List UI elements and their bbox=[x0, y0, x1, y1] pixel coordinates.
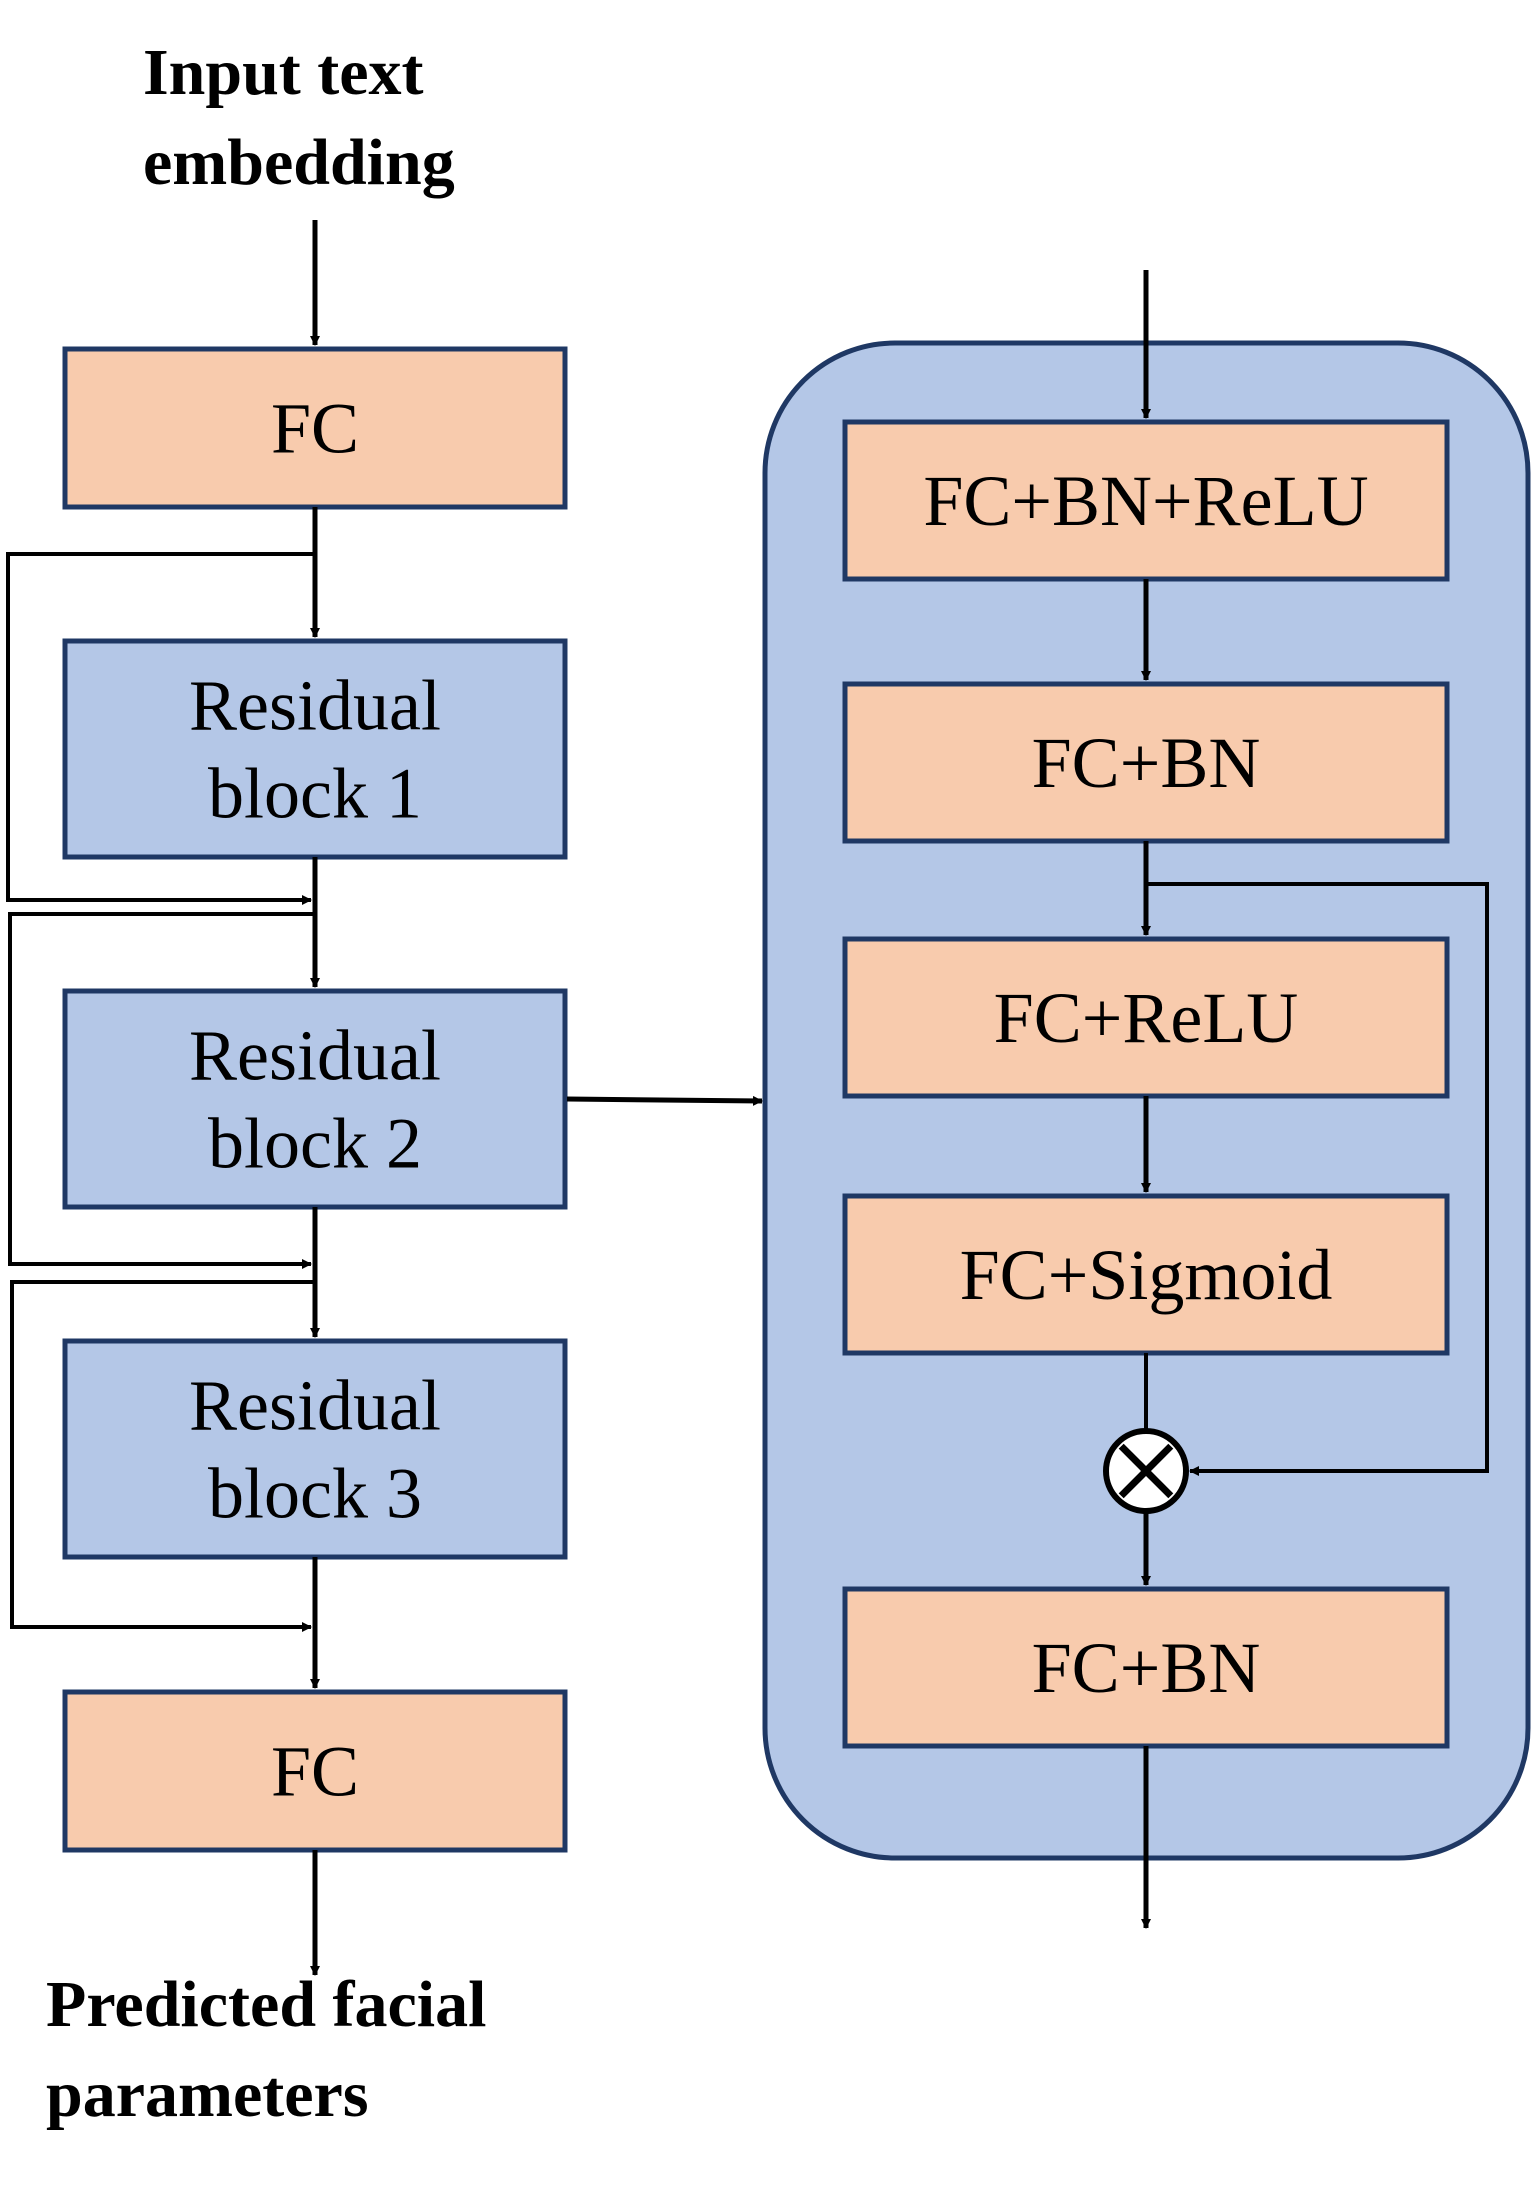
residual-block-3-label-line-2: block 3 bbox=[208, 1453, 422, 1533]
multiply-icon-stroke-b bbox=[1118, 1443, 1174, 1499]
output-label-line-1: Predicted facial bbox=[46, 1968, 487, 2041]
input-label-line-2: embedding bbox=[143, 126, 455, 199]
fc-relu-block-label-line-1: FC+ReLU bbox=[994, 978, 1299, 1058]
fc-bn-block-2 bbox=[842, 1586, 1450, 1749]
residual-block-1-label-line-1: Residual bbox=[189, 665, 441, 745]
arrow-res2-to-detail bbox=[566, 1095, 763, 1106]
residual-block-2 bbox=[62, 988, 568, 1210]
residual-block-1-label-line-2: block 1 bbox=[208, 753, 422, 833]
residual-block-2-label-line-1: Residual bbox=[189, 1015, 441, 1095]
fc-relu-block bbox=[842, 936, 1450, 1099]
fc-bn-block-2-label-line-1: FC+BN bbox=[1032, 1628, 1261, 1708]
skip-connection-1 bbox=[6, 552, 313, 905]
fc-sigmoid-block bbox=[842, 1193, 1450, 1356]
skip-connection-3 bbox=[10, 1280, 313, 1632]
fc-input-block bbox=[62, 346, 568, 510]
fc-bn-relu-block-label-line-1: FC+BN+ReLU bbox=[923, 461, 1368, 541]
residual-block-1 bbox=[62, 638, 568, 860]
output-label: Predicted facial parameters bbox=[46, 1960, 486, 2140]
fc-input-block-label-line-1: FC bbox=[271, 388, 359, 468]
residual-block-3-label-line-1: Residual bbox=[189, 1365, 441, 1445]
fc-output-block-label-line-1: FC bbox=[271, 1731, 359, 1811]
residual-block-2-label-line-2: block 2 bbox=[208, 1103, 422, 1183]
fc-bn-block-1 bbox=[842, 681, 1450, 844]
output-label-line-2: parameters bbox=[46, 2058, 369, 2131]
fc-sigmoid-block-label-line-1: FC+Sigmoid bbox=[960, 1235, 1333, 1315]
input-label: Input text embedding bbox=[143, 28, 455, 208]
input-label-line-1: Input text bbox=[143, 36, 424, 109]
gate-skip-connection bbox=[1146, 882, 1489, 1476]
skip-connection-2 bbox=[8, 912, 313, 1269]
fc-bn-block-1-label-line-1: FC+BN bbox=[1032, 723, 1261, 803]
